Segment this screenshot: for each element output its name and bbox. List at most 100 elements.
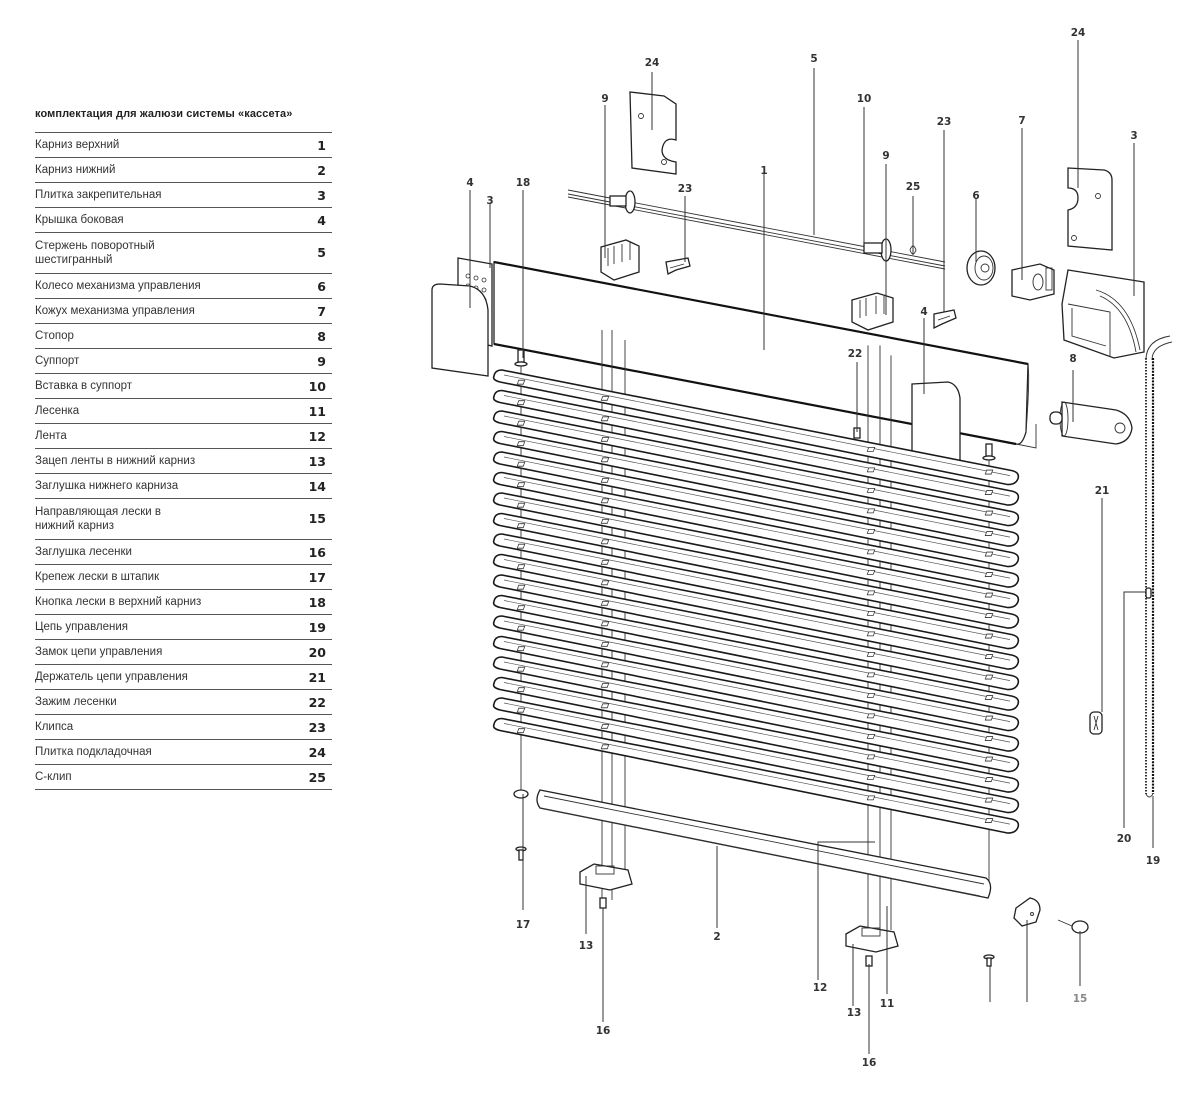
slat — [492, 430, 1020, 547]
slat-hole — [866, 446, 876, 452]
slat-hole — [984, 715, 994, 721]
chain-holder-21 — [1089, 711, 1103, 735]
slat — [492, 410, 1020, 527]
part-number: 19 — [308, 619, 326, 635]
line-button-18-right — [982, 443, 996, 461]
callout-15: 15 — [1073, 993, 1088, 1005]
callout-1: 1 — [760, 165, 767, 177]
slat-hole — [516, 379, 526, 385]
slat-hole — [516, 707, 526, 713]
slat-hole — [866, 508, 876, 514]
slat-hole — [866, 487, 876, 493]
callout-17: 17 — [516, 919, 531, 931]
slat-hole — [866, 651, 876, 657]
slat-hole — [984, 510, 994, 516]
part-name: Зацеп ленты в нижний карниз — [35, 455, 196, 467]
slat-hole — [984, 592, 994, 598]
callout-5: 5 — [810, 53, 817, 65]
part-name: Стержень поворотный шестигранный — [35, 240, 155, 266]
support-insert-10-right — [863, 238, 917, 262]
parts-row: Зажим лесенки 22 — [35, 689, 332, 715]
slat-edge — [503, 415, 1011, 517]
part-name: Держатель цепи управления — [35, 671, 188, 683]
fixing-plate-3-right — [1061, 269, 1173, 361]
mechanism-housing-7 — [1011, 263, 1055, 301]
slat-hole — [600, 682, 610, 688]
slat-hole — [600, 416, 610, 422]
part-name: Вставка в суппорт — [35, 380, 133, 392]
part-number: 2 — [317, 162, 326, 178]
slat-hole — [516, 400, 526, 406]
slat-hole — [516, 420, 526, 426]
slat-hole — [600, 723, 610, 729]
part-number: 5 — [317, 245, 326, 260]
support-9-left — [600, 239, 640, 281]
part-name: Цепь управления — [35, 621, 129, 633]
callout-7: 7 — [1018, 115, 1025, 127]
part-name: Кнопка лески в верхний карниз — [35, 596, 202, 608]
part-number: 17 — [308, 569, 326, 585]
slat-hole — [984, 633, 994, 639]
part-number: 24 — [308, 744, 326, 760]
slat-hole — [866, 672, 876, 678]
part-name: Карниз верхний — [35, 139, 120, 151]
mounting-plate-24-right — [1067, 167, 1113, 251]
slat-hole — [516, 543, 526, 549]
slat-hole — [600, 395, 610, 401]
part-number: 7 — [317, 303, 326, 319]
part-name: Клипса — [35, 721, 74, 733]
part-number: 13 — [308, 453, 326, 469]
part-number: 8 — [317, 328, 326, 344]
legend-title: комплектация для жалюзи системы «кассета… — [35, 108, 293, 120]
part-number: 25 — [308, 769, 326, 785]
side-cover-4-left — [431, 283, 489, 377]
slat-hole — [866, 610, 876, 616]
part-number: 9 — [317, 353, 326, 369]
slat-hole — [984, 674, 994, 680]
slat-hole — [516, 687, 526, 693]
leader-lines — [469, 40, 1154, 1054]
callout-10: 10 — [857, 93, 872, 105]
callout-21: 21 — [1095, 485, 1110, 497]
slat-edge — [503, 497, 1011, 599]
part-name: Зажим лесенки — [35, 696, 117, 708]
slat-hole — [984, 756, 994, 762]
part-number: 4 — [317, 212, 326, 228]
callout-23-right: 23 — [937, 116, 952, 128]
slat — [492, 717, 1020, 834]
slat-hole — [516, 502, 526, 508]
callout-23-left: 23 — [678, 183, 693, 195]
slat — [492, 389, 1020, 506]
fastener-right — [983, 954, 995, 967]
parts-row: Зацеп ленты в нижний карниз 13 — [35, 448, 332, 474]
part-number: 22 — [308, 694, 326, 710]
slat-hole — [600, 744, 610, 750]
tape-hook-13-left — [579, 863, 633, 891]
slat-hole — [866, 631, 876, 637]
slat-edge — [503, 374, 1011, 476]
part-name: Карниз нижний — [35, 164, 116, 176]
slat-hole — [984, 572, 994, 577]
slat-hole — [516, 666, 526, 672]
slat-hole — [984, 818, 994, 823]
line-guide-15 — [1057, 919, 1089, 934]
slat-hole — [516, 605, 526, 611]
slat-hole — [600, 621, 610, 627]
clip-23-left — [665, 257, 691, 275]
callout-4-right: 4 — [920, 306, 927, 318]
callout-16-left: 16 — [596, 1025, 611, 1037]
part-number: 21 — [308, 669, 326, 685]
head-rail-1 — [493, 260, 1037, 449]
